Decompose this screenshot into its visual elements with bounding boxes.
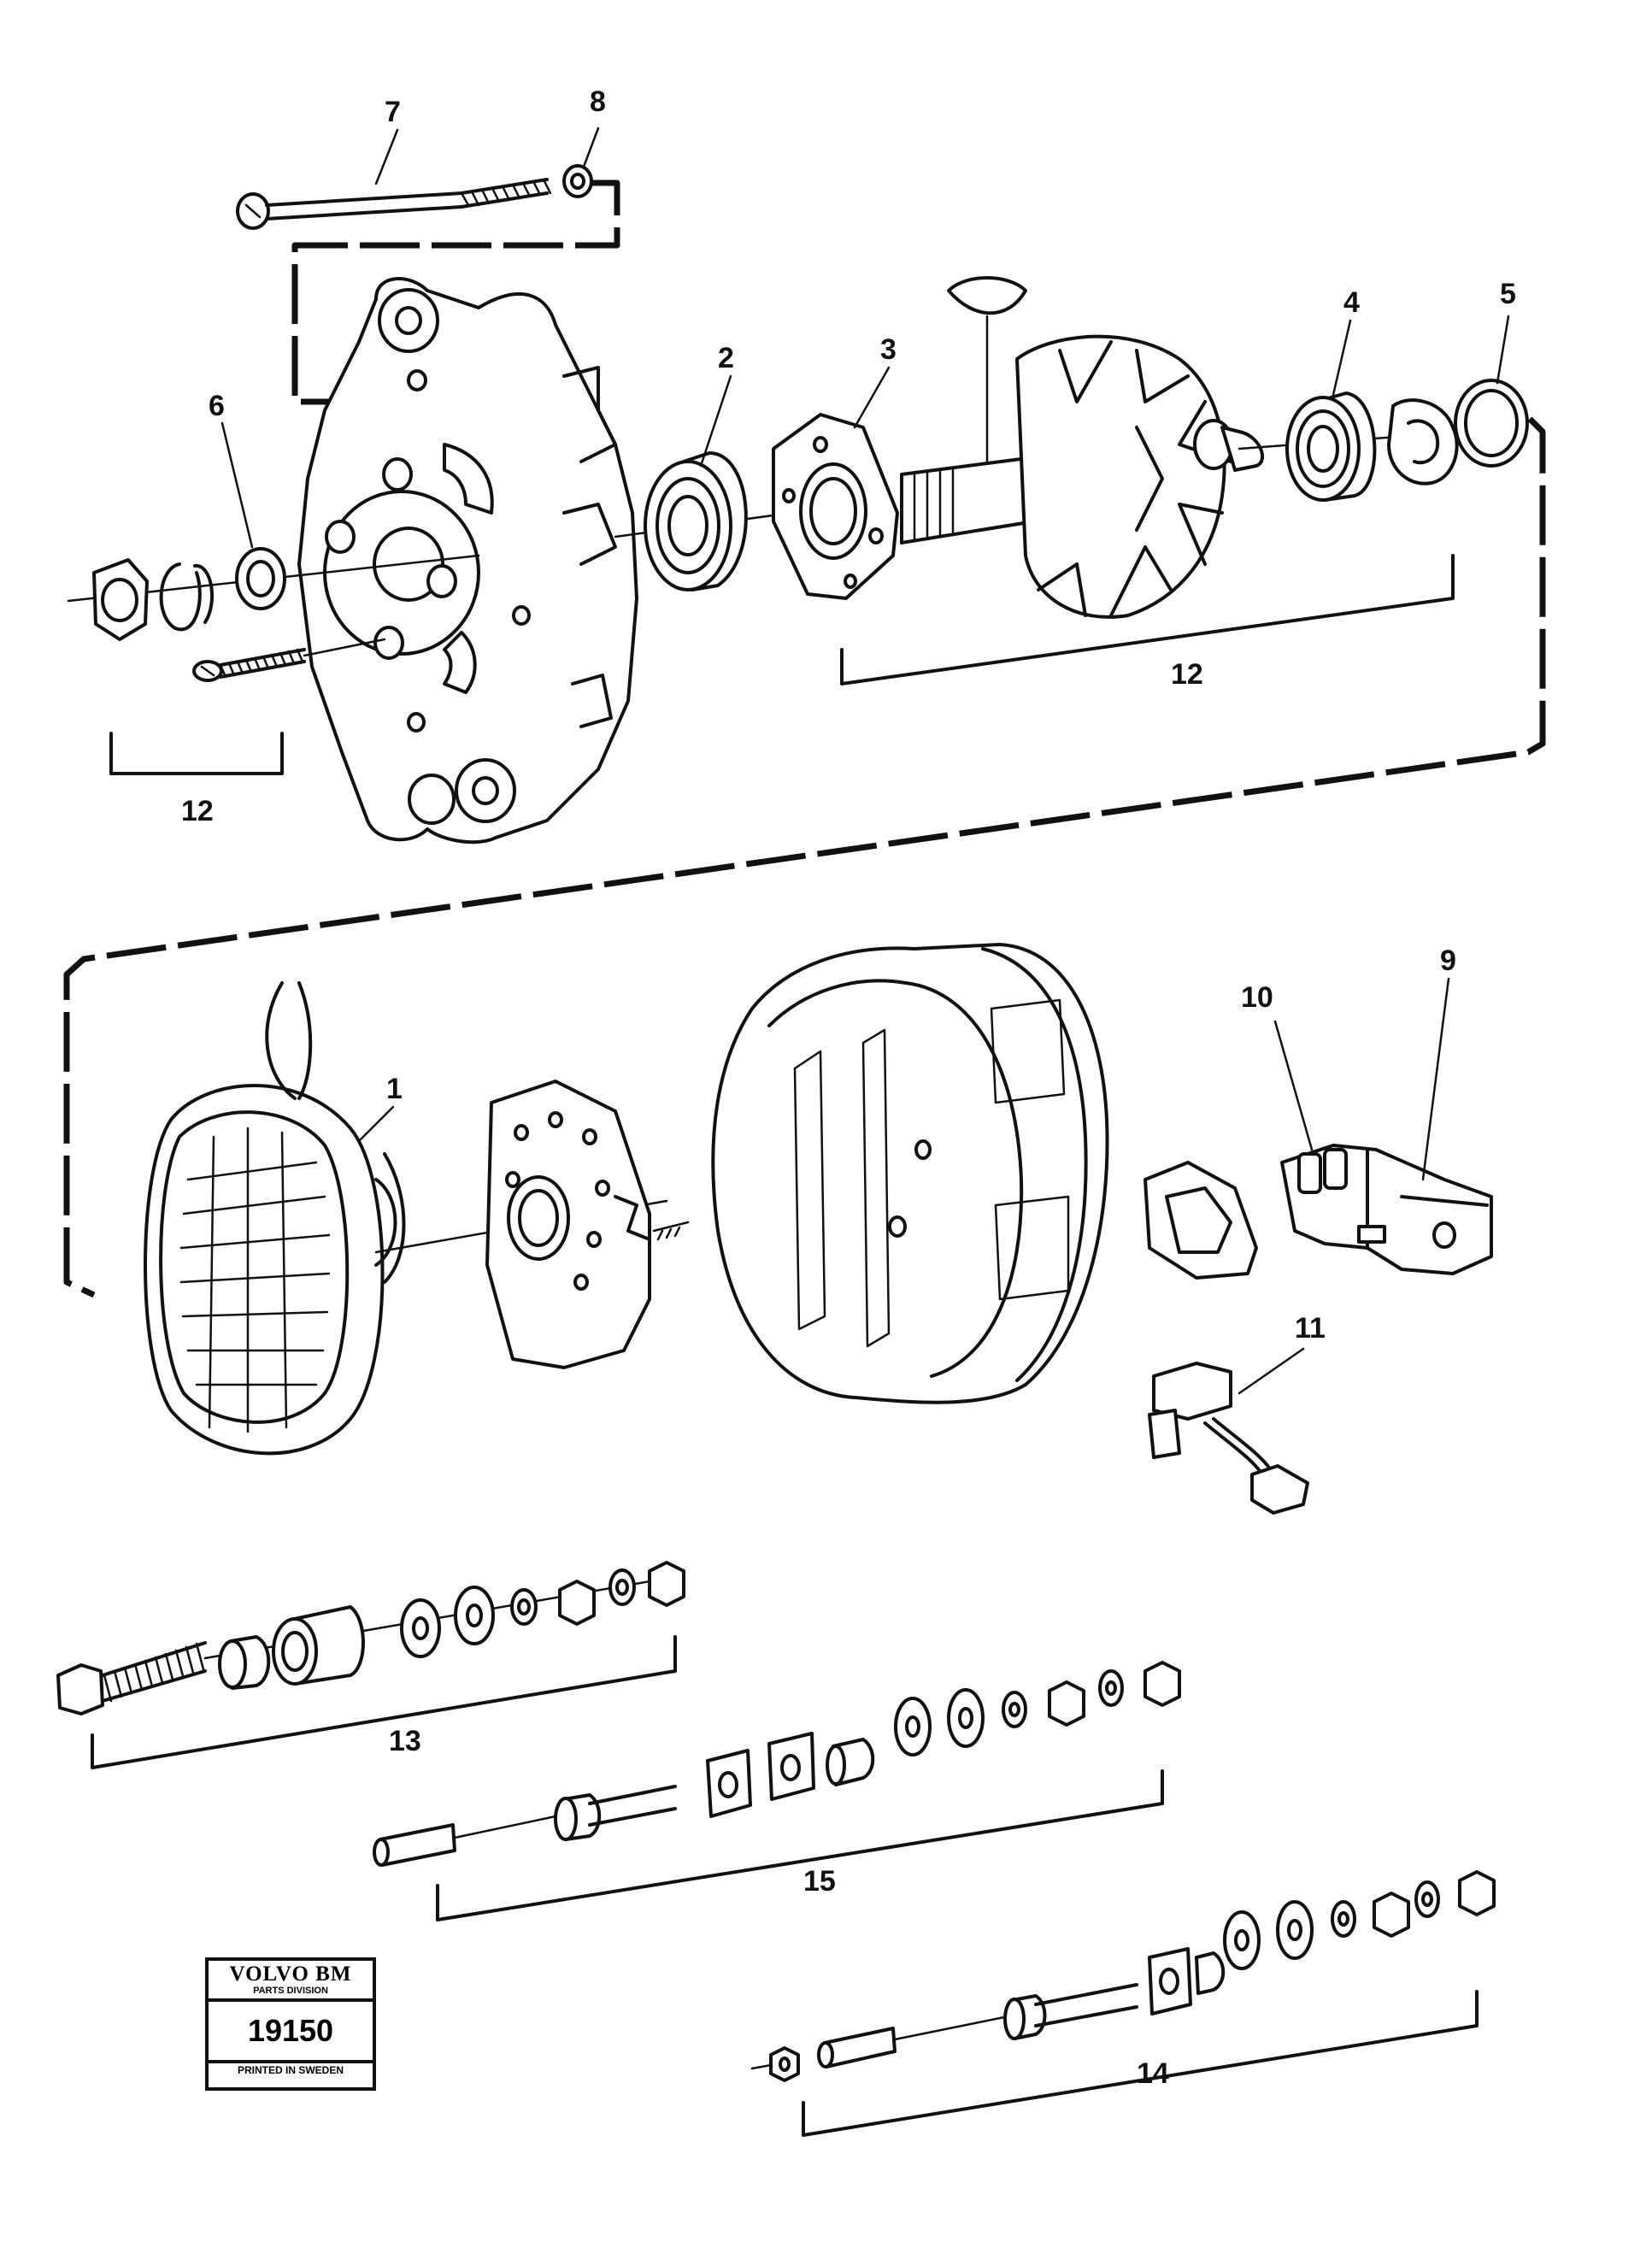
callout-1: 1 <box>386 1073 403 1105</box>
callout-10: 10 <box>1241 981 1273 1014</box>
part-12-left-fasteners <box>67 547 480 682</box>
part-4-bearing <box>1285 391 1459 502</box>
callout-8: 8 <box>590 85 606 118</box>
part-1-stator <box>144 981 668 1456</box>
rotor <box>900 276 1523 619</box>
callout-7: 7 <box>385 96 401 128</box>
part-3-retainer-plate <box>772 413 899 600</box>
callout-2: 2 <box>718 342 734 374</box>
assembly-dashed-outline <box>63 179 1546 1298</box>
part-11-connector <box>1148 1362 1309 1515</box>
stamp-printed-in: PRINTED IN SWEDEN <box>237 2064 344 2076</box>
rectifier-diode-plate <box>485 1080 690 1369</box>
part-15-insulator-kit <box>373 1661 1181 1867</box>
callout-6: 6 <box>209 390 225 422</box>
callout-12-left: 12 <box>181 795 214 827</box>
brush-holder <box>1143 1161 1258 1280</box>
callout-9: 9 <box>1440 944 1456 977</box>
part-5-ring <box>1454 379 1529 468</box>
volvo-bm-parts-stamp: VOLVO BM PARTS DIVISION 19150 PRINTED IN… <box>205 1957 376 2091</box>
stamp-division: PARTS DIVISION <box>209 1986 373 2002</box>
callout-numbers: 7 8 2 3 4 5 6 12 12 10 9 1 11 13 15 14 <box>181 85 1516 2090</box>
stamp-illustration-number: 19150 <box>209 2002 373 2063</box>
callout-4: 4 <box>1343 286 1360 319</box>
slip-ring-end-housing <box>711 943 1109 1404</box>
callout-3: 3 <box>880 333 897 366</box>
callout-13: 13 <box>389 1725 421 1757</box>
part-14-insulator-kit <box>750 1870 1496 2082</box>
stamp-brand: VOLVO BM <box>229 1962 352 1986</box>
callout-15: 15 <box>803 1865 836 1898</box>
part-13-bolt-kit <box>56 1561 685 1715</box>
callout-12-right: 12 <box>1171 658 1203 691</box>
callout-5: 5 <box>1500 278 1516 310</box>
leader-lines <box>220 127 1510 1395</box>
part-8-nut <box>562 164 593 198</box>
drive-end-housing <box>297 277 638 844</box>
part-7-through-bolt <box>236 178 552 230</box>
callout-14: 14 <box>1137 2057 1169 2090</box>
group-brackets <box>91 554 1479 2137</box>
part-9-10-regulator <box>1280 1144 1493 1275</box>
part-2-bearing <box>614 451 856 591</box>
callout-11: 11 <box>1295 1312 1326 1345</box>
